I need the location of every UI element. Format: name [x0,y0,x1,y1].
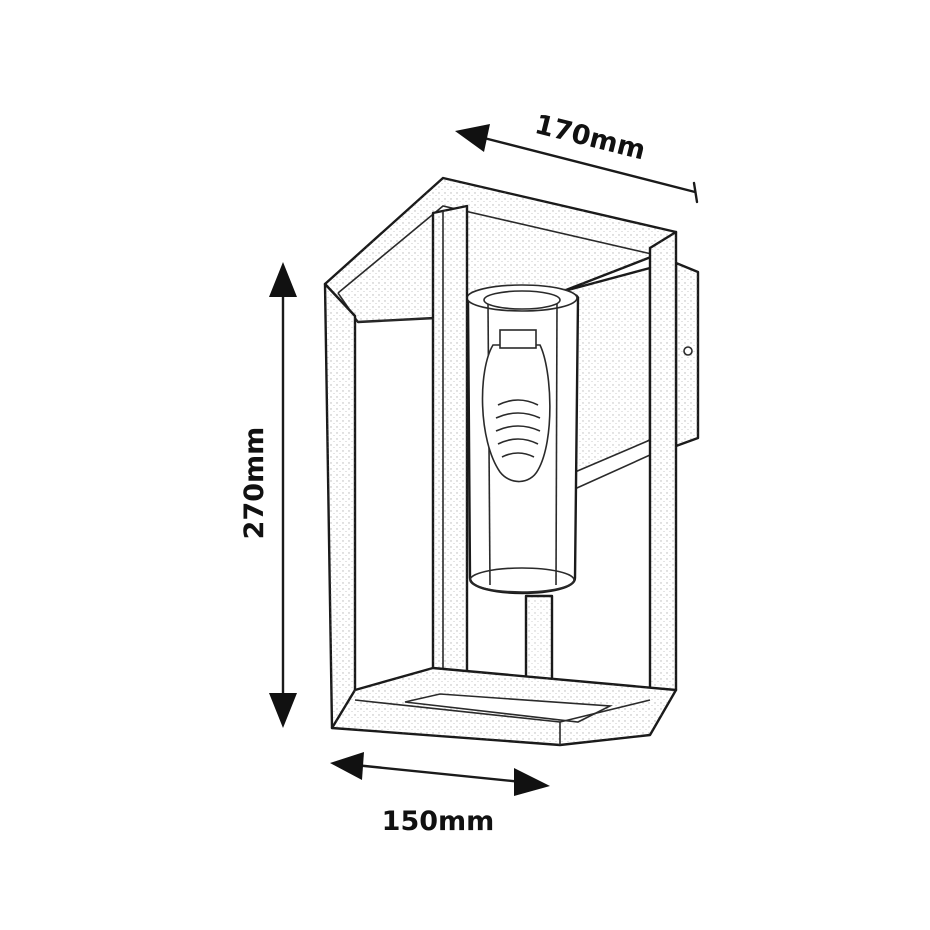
height-arrowhead-top [269,262,297,297]
lantern-illustration [323,176,700,747]
depth-label: 170mm [532,109,649,166]
filament-bulb-icon [481,329,551,483]
frame-front-right-post [648,230,678,702]
width-dimension: 150mm [330,752,550,837]
height-dimension: 270mm [239,262,297,728]
width-dimension-line [353,763,524,784]
lantern-roof [323,176,678,324]
lantern-base-frame [330,666,678,747]
width-arrowhead-left [330,752,364,780]
frame-front-center-post [431,204,469,685]
height-label: 270mm [239,427,270,540]
frame-front-left-post [323,282,357,730]
depth-arrowhead [455,124,490,152]
width-arrowhead-right [514,768,550,796]
wall-mount-plate [674,261,700,448]
width-label: 150mm [382,806,495,837]
back-panel [566,266,652,494]
mount-screw-icon [683,346,693,356]
height-arrowhead-bottom [269,693,297,728]
depth-dimension-line [478,135,697,194]
depth-end-tick [692,181,699,204]
